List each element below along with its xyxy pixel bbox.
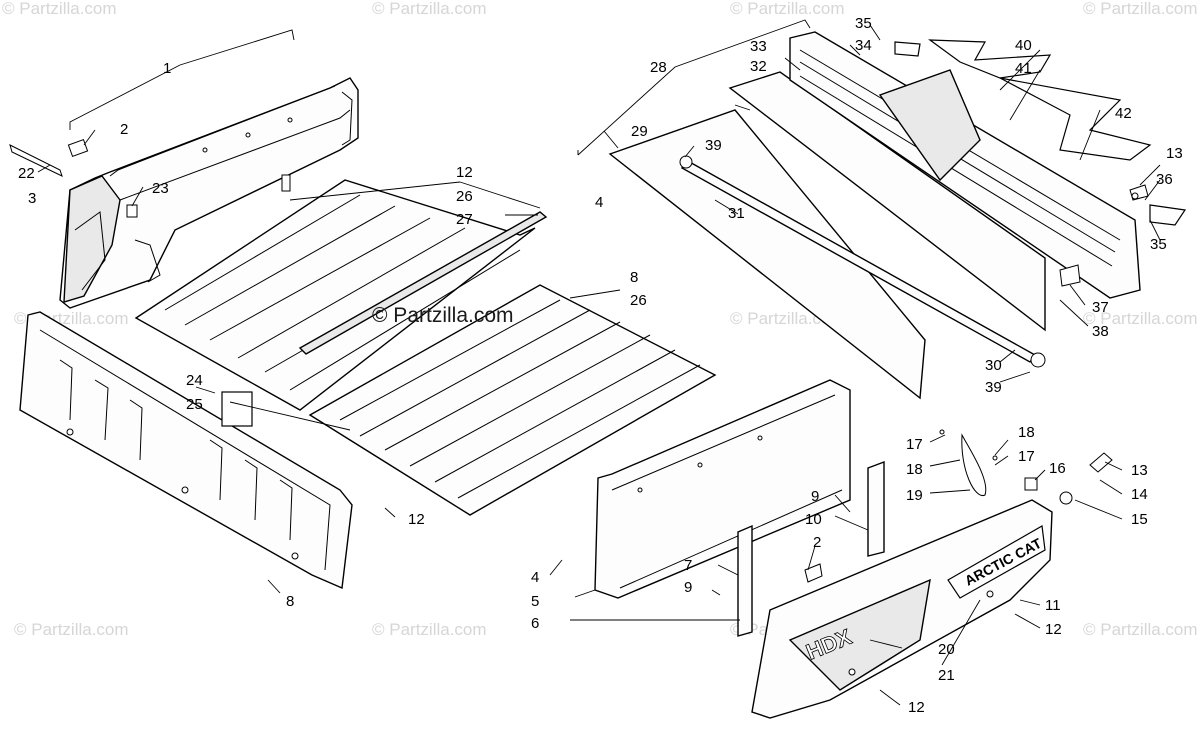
callout-7: 7 (684, 557, 692, 574)
callout-41: 41 (1015, 60, 1032, 77)
callout-10: 10 (805, 511, 822, 528)
callout-labels: 1 2 22 3 23 12 26 27 8 26 24 25 12 8 28 … (18, 15, 1183, 716)
callout-19: 19 (906, 487, 923, 504)
bracket-icon (281, 174, 291, 192)
center-seam-strip (298, 211, 548, 355)
callout-28: 28 (650, 59, 667, 76)
callout-26: 26 (456, 188, 473, 205)
warning-label-icon (221, 391, 253, 427)
callout-22: 22 (18, 165, 35, 182)
callout-33: 33 (750, 38, 767, 55)
callout-21: 21 (938, 667, 955, 684)
floor-panel-left (134, 179, 536, 411)
watermark-text: © Partzilla.com (372, 0, 487, 18)
callout-38: 38 (1092, 323, 1109, 340)
callout-32: 32 (750, 58, 767, 75)
hinge-icon (1059, 264, 1081, 287)
washer-icon (1059, 491, 1073, 505)
callout-23: 23 (152, 180, 169, 197)
callout-12: 12 (908, 699, 925, 716)
callout-12: 12 (408, 511, 425, 528)
leader-lines (37, 19, 1161, 706)
latch-pin-icon (1089, 452, 1113, 473)
tailgate-hardware (939, 429, 1113, 505)
callout-9: 9 (811, 488, 819, 505)
callout-20: 20 (938, 641, 955, 658)
callout-39: 39 (705, 137, 722, 154)
callout-17: 17 (906, 436, 923, 453)
brackets (737, 460, 885, 637)
callout-12: 12 (456, 164, 473, 181)
callout-6: 6 (531, 615, 539, 632)
watermark-text: © Partzilla.com (1083, 309, 1198, 328)
watermark-text: © Partzilla.com (730, 0, 845, 18)
hinge-icon (1024, 477, 1038, 491)
callout-16: 16 (1049, 460, 1066, 477)
callout-14: 14 (1131, 486, 1148, 503)
latch-icon (67, 138, 89, 158)
callout-36: 36 (1156, 171, 1173, 188)
callout-2: 2 (120, 121, 128, 138)
callout-4: 4 (531, 569, 539, 586)
callout-12: 12 (1045, 621, 1062, 638)
callout-17: 17 (1018, 448, 1035, 465)
callout-13: 13 (1131, 462, 1148, 479)
callout-8: 8 (630, 269, 638, 286)
callout-4: 4 (595, 194, 603, 211)
side-bed-wall (594, 379, 851, 599)
callout-29: 29 (631, 123, 648, 140)
callout-37: 37 (1092, 299, 1109, 316)
callout-35: 35 (1150, 236, 1167, 253)
pin-icon (9, 144, 63, 177)
callout-30: 30 (985, 357, 1002, 374)
watermark-text: © Partzilla.com (14, 620, 129, 639)
watermark-text: © Partzilla.com (1083, 620, 1198, 639)
watermark-text: © Partzilla.com (372, 620, 487, 639)
callout-24: 24 (186, 372, 203, 389)
callout-18: 18 (906, 461, 923, 478)
callout-15: 15 (1131, 511, 1148, 528)
front-bed-wall (59, 77, 359, 309)
rear-bed-wall (19, 311, 353, 590)
cap-icon (1030, 352, 1046, 368)
callout-34: 34 (855, 37, 872, 54)
tailgate: ARCTIC CAT HDX (751, 499, 1053, 719)
callout-2: 2 (813, 534, 821, 551)
callout-1: 1 (163, 60, 171, 77)
callout-39: 39 (985, 379, 1002, 396)
brand-decal-icon (947, 525, 1046, 599)
callout-3: 3 (28, 190, 36, 207)
callout-40: 40 (1015, 37, 1032, 54)
cargo-box-panel (608, 109, 926, 400)
callout-27: 27 (456, 211, 473, 228)
floor-panel-right (308, 284, 717, 516)
callout-11: 11 (1045, 597, 1061, 614)
callout-31: 31 (728, 205, 745, 222)
callout-5: 5 (531, 593, 539, 610)
inner-panel (728, 71, 1046, 332)
callout-8: 8 (286, 593, 294, 610)
callout-35: 35 (855, 15, 872, 32)
rod (679, 155, 1046, 368)
watermark-text: © Partzilla.com (2, 0, 117, 18)
center-watermark: © Partzilla.com (372, 304, 514, 327)
cap-icon (679, 155, 693, 169)
watermark-text: © Partzilla.com (1083, 0, 1198, 18)
cable-icon (961, 433, 987, 496)
front-wall-hardware (9, 138, 138, 218)
callout-42: 42 (1115, 105, 1132, 122)
clip-icon (126, 204, 138, 218)
decal-stripes (894, 39, 1187, 226)
callout-13: 13 (1166, 145, 1183, 162)
cargo-hardware (1059, 184, 1149, 287)
callout-9: 9 (684, 579, 692, 596)
latch-icon (804, 563, 823, 583)
callout-25: 25 (186, 396, 203, 413)
callout-18: 18 (1018, 424, 1035, 441)
upper-rail-assembly (789, 31, 1141, 299)
callout-26: 26 (630, 292, 647, 309)
